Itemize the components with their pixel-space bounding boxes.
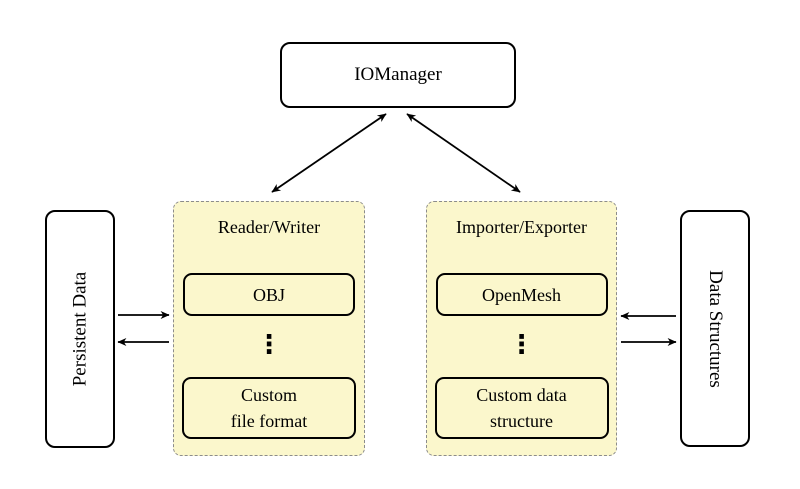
openmesh-label: OpenMesh: [482, 284, 561, 305]
custom-data-structure-line1: Custom data: [476, 385, 567, 405]
obj-label: OBJ: [252, 284, 285, 305]
persistent-data-node: Persistent Data: [45, 210, 115, 448]
custom-data-structure-node: Custom data structure: [434, 377, 609, 439]
vertical-ellipsis-icon: ⋮: [508, 330, 535, 360]
custom-file-format-node: Custom file format: [182, 377, 356, 439]
openmesh-node: OpenMesh: [435, 273, 608, 316]
iomanager-node: IOManager: [280, 42, 516, 108]
reader-writer-title: Reader/Writer: [217, 217, 321, 237]
data-structures-node: Data Structures: [680, 210, 750, 447]
iomanager-label: IOManager: [354, 64, 442, 85]
importer-exporter-title: Importer/Exporter: [456, 217, 587, 237]
custom-file-format-line2: file format: [230, 411, 308, 431]
arrow-iomanager-readerwriter: [271, 113, 387, 193]
custom-file-format-line1: Custom: [240, 385, 297, 405]
persistent-data-label: Persistent Data: [69, 271, 91, 387]
data-structures-label: Data Structures: [705, 269, 726, 388]
custom-data-structure-line2: structure: [490, 411, 553, 431]
importer-exporter-group: Importer/Exporter OpenMesh ⋮ Custom data…: [426, 201, 617, 456]
vertical-ellipsis-icon: ⋮: [256, 330, 282, 360]
reader-writer-group: Reader/Writer OBJ ⋮ Custom file format: [173, 201, 365, 456]
arrow-iomanager-importerexporter: [406, 113, 521, 193]
obj-node: OBJ: [183, 273, 355, 316]
